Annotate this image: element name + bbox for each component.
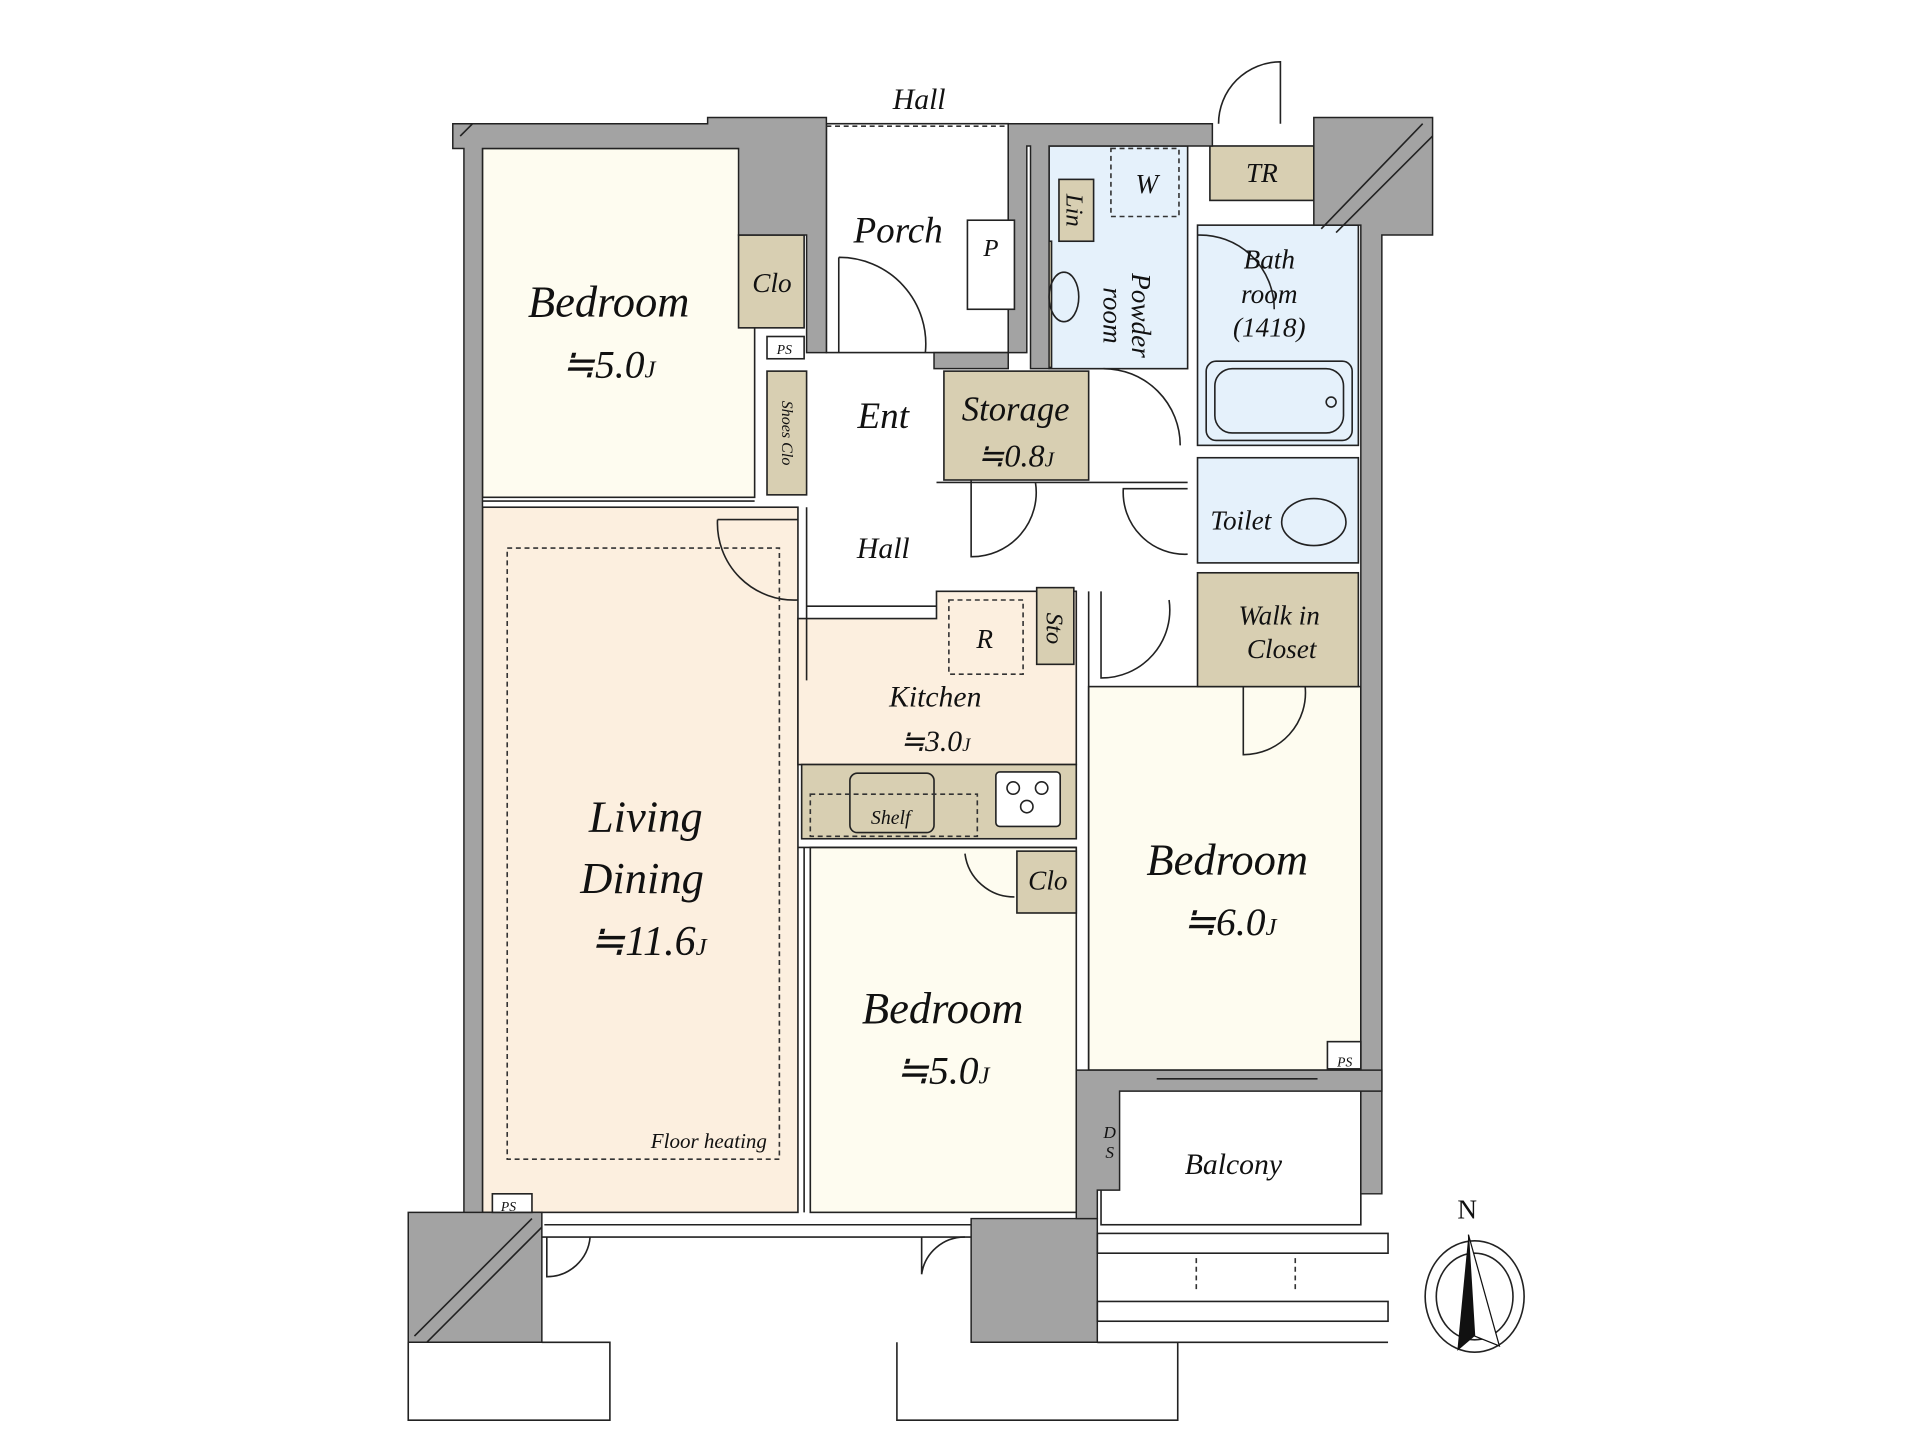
kitchen-name: Kitchen	[888, 681, 981, 713]
bedroom-e-area	[1087, 685, 1362, 1071]
hall-outside-label: Hall	[892, 84, 946, 116]
walk-in-closet	[1196, 571, 1360, 688]
walk-in-label-2: Closet	[1247, 634, 1318, 664]
kitchen-area-text: ≒3.0J	[900, 726, 971, 758]
ps-se-label: PS	[1336, 1054, 1352, 1069]
shoes-closet	[766, 370, 808, 496]
compass-north-icon: N	[1424, 1195, 1525, 1353]
ps-nw-label: PS	[776, 342, 792, 357]
linen-closet	[1058, 178, 1095, 243]
kitchen-area	[797, 590, 1078, 766]
refrigerator-label: R	[975, 624, 993, 654]
walk-in-label-1: Walk in	[1238, 601, 1319, 631]
bathroom-area	[1196, 224, 1360, 447]
bedroom-s-name: Bedroom	[862, 983, 1024, 1033]
living-name-2: Dining	[579, 853, 704, 903]
storage-area	[943, 370, 1090, 481]
ps-label: P	[982, 235, 998, 262]
ds-label-2: S	[1105, 1143, 1114, 1162]
entrance-label: Ent	[857, 396, 911, 437]
bedroom-e-name: Bedroom	[1146, 835, 1308, 885]
bathroom-label-2: room	[1241, 279, 1297, 309]
tr-label: TR	[1246, 158, 1278, 188]
living-name-1: Living	[588, 791, 703, 841]
storage-area-text: ≒0.8J	[977, 437, 1055, 473]
shelf-label: Shelf	[871, 807, 913, 829]
north-label: N	[1457, 1195, 1477, 1225]
bathroom-label-3: (1418)	[1233, 312, 1306, 342]
powder-label-2: room	[1098, 287, 1128, 343]
closet-nw-label: Clo	[752, 268, 791, 298]
closet-nw	[737, 234, 805, 329]
sto-kitchen	[1035, 586, 1075, 666]
walls	[407, 116, 1434, 1344]
balcony-area	[1100, 1087, 1362, 1226]
interior-lines	[407, 125, 1389, 1422]
bedroom-nw-name: Bedroom	[528, 277, 690, 327]
toilet-icon	[1280, 497, 1347, 547]
toilet-area	[1196, 456, 1360, 564]
balcony-label: Balcony	[1185, 1149, 1283, 1181]
bedroom-s-area-text: ≒5.0J	[896, 1049, 991, 1093]
living-dining-area	[481, 506, 799, 1214]
closet-s-label: Clo	[1028, 865, 1067, 895]
ps-sw-label: PS	[500, 1199, 516, 1214]
bedroom-nw-area-text: ≒5.0J	[562, 342, 657, 386]
washer-label: W	[1135, 169, 1160, 199]
porch-label: Porch	[852, 210, 942, 251]
hall-label: Hall	[856, 533, 910, 565]
closet-s	[1016, 850, 1078, 914]
door-swing-icon	[546, 61, 1307, 1278]
linen-label: Lin	[1060, 193, 1087, 227]
trunk-room	[1209, 145, 1315, 202]
toilet-label: Toilet	[1210, 505, 1272, 535]
sink-icon	[1048, 271, 1080, 323]
storage-name: Storage	[962, 391, 1070, 429]
living-area-text: ≒11.6J	[590, 919, 708, 965]
stove-icon	[995, 771, 1062, 828]
bathroom-label-1: Bath	[1244, 244, 1295, 274]
powder-label-1: Powder	[1126, 272, 1156, 358]
ds-label-1: D	[1102, 1123, 1116, 1142]
shoes-closet-label: Shoes Clo	[778, 401, 795, 466]
sto-kitchen-label: Sto	[1041, 613, 1068, 645]
kitchen-sink-icon	[849, 772, 935, 834]
bedroom-nw-area	[481, 147, 756, 499]
floor-heating-label: Floor heating	[650, 1129, 767, 1153]
bedroom-e-area-text: ≒6.0J	[1183, 900, 1278, 944]
